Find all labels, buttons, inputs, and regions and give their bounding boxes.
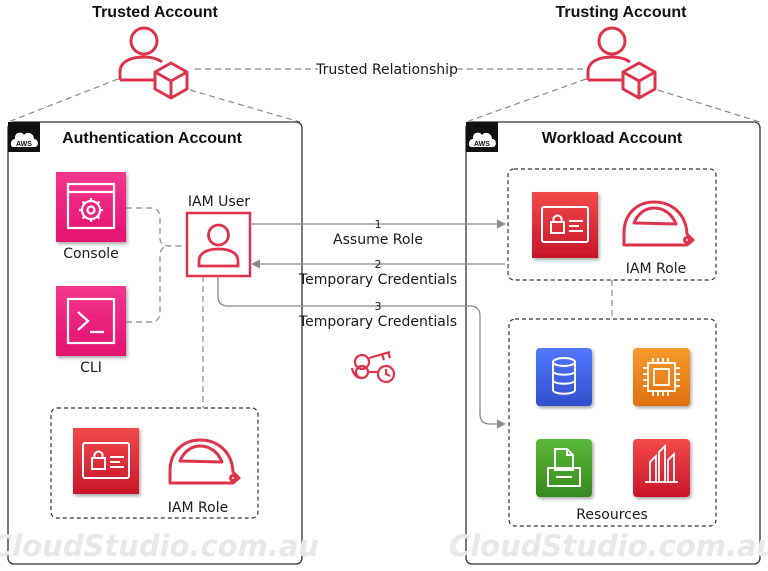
- keys-icon: [350, 350, 396, 384]
- step-2-label: Temporary Credentials: [298, 272, 457, 288]
- columns-icon: [645, 443, 678, 483]
- workload-iam-role-label: IAM Role: [626, 261, 686, 277]
- compute-tile: [633, 348, 690, 406]
- step-3-number: 3: [375, 300, 382, 313]
- aws-cloud-icon: AWS: [8, 122, 40, 152]
- step-3-label: Temporary Credentials: [298, 314, 457, 330]
- step-1-number: 1: [375, 218, 382, 231]
- step-2-number: 2: [375, 258, 382, 271]
- aws-badge: AWS: [474, 141, 490, 148]
- step-1-label: Assume Role: [333, 232, 423, 248]
- trusted-account-title: Trusted Account: [92, 4, 218, 21]
- user-cube-icon: [586, 26, 657, 100]
- workload-watermark: CloudStudio.com.au: [449, 529, 768, 563]
- cli-label: CLI: [80, 360, 102, 376]
- hard-hat-icon: [622, 200, 695, 247]
- chip-icon: [643, 358, 680, 396]
- auth-iam-role-box: [50, 407, 259, 519]
- cli-icon-tile: [56, 286, 126, 356]
- storage-icon: [547, 448, 581, 487]
- aws-cloud-icon: AWS: [466, 122, 498, 152]
- trusted-relationship-line: [7, 68, 761, 123]
- gear-window-icon: [66, 182, 116, 230]
- client-connector-lines: [126, 207, 186, 323]
- terminal-icon: [66, 297, 116, 345]
- user-cube-icon: [118, 26, 189, 100]
- console-label: Console: [63, 246, 119, 262]
- auth-iam-role-label: IAM Role: [168, 500, 228, 516]
- id-card-lock-icon: [541, 206, 589, 243]
- database-tile: [536, 348, 592, 406]
- id-card-lock-icon: [82, 442, 130, 479]
- authentication-account-title: Authentication Account: [62, 130, 243, 147]
- resources-label: Resources: [576, 507, 648, 523]
- analytics-tile: [633, 439, 690, 497]
- auth-watermark: CloudStudio.com.au: [0, 529, 319, 563]
- resources-box: [508, 318, 717, 527]
- trusting-account-title: Trusting Account: [556, 4, 688, 21]
- flow-arrows: [217, 219, 506, 429]
- aws-badge: AWS: [16, 141, 32, 148]
- hard-hat-icon: [168, 438, 241, 485]
- workload-iam-role-box: [507, 168, 717, 281]
- user-icon: [197, 223, 240, 268]
- workload-account-title: Workload Account: [542, 130, 683, 147]
- database-icon: [552, 357, 576, 395]
- iam-user-label: IAM User: [188, 194, 250, 210]
- trusted-relationship-label: Trusted Relationship: [315, 62, 458, 78]
